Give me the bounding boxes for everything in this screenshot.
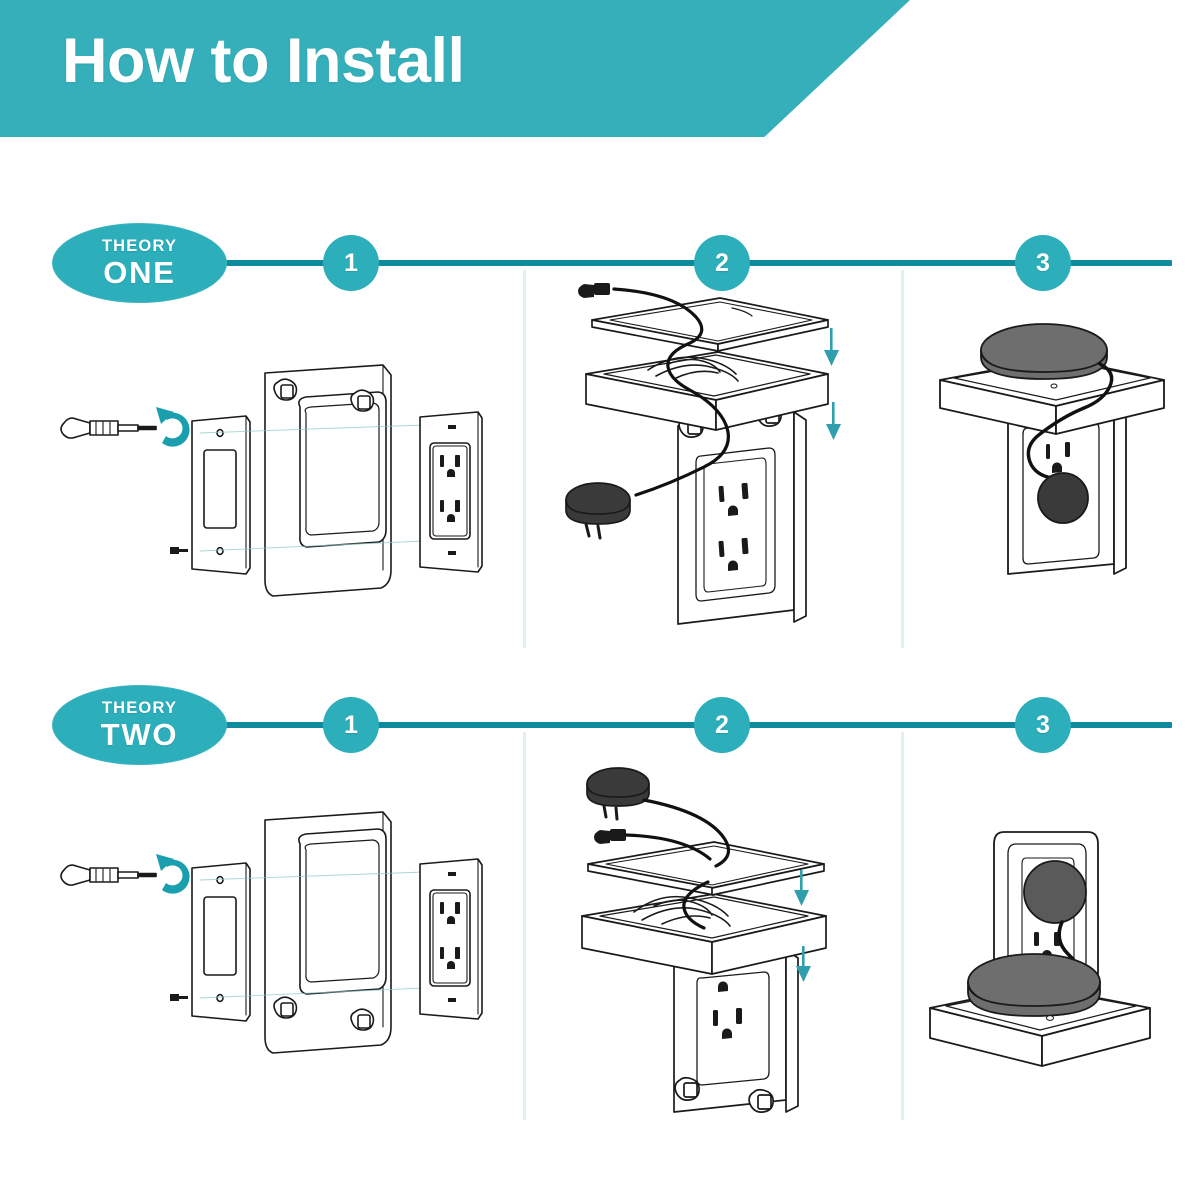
step-track-line (185, 722, 1172, 728)
theory-badge-two: THEORY TWO (52, 685, 227, 765)
down-arrow-icon (794, 870, 809, 906)
adapter-plugged-in (1023, 860, 1087, 924)
page-title: How to Install (62, 26, 465, 96)
theory-badge-one: THEORY ONE (52, 223, 227, 303)
down-arrow-icon (826, 402, 841, 440)
cable-connector (594, 829, 626, 844)
illustration-theory-one-step-1 (52, 355, 522, 645)
step-number-3: 3 (1015, 697, 1071, 753)
step-number-3: 3 (1015, 235, 1071, 291)
screwdriver-icon (60, 864, 157, 886)
illustration-theory-one-step-2 (556, 278, 886, 625)
shelf-tray (585, 351, 829, 431)
banner-shape (0, 0, 910, 137)
mounting-bracket (264, 811, 392, 1054)
bracket-tab (350, 389, 375, 412)
screw-icon (170, 994, 188, 1001)
cable (1026, 362, 1114, 480)
section-theory-one: THEORY ONE 1 2 3 (0, 200, 1200, 660)
rotation-arrow-icon (156, 407, 190, 447)
shelf-top-plate (587, 841, 825, 896)
header-banner: How to Install (0, 0, 910, 137)
bracket-tab (674, 1076, 700, 1101)
screwdriver-icon (60, 417, 157, 439)
cable (612, 287, 730, 497)
bracket-tab (273, 378, 298, 401)
bracket-tab (350, 1008, 375, 1031)
step-track-line (185, 260, 1172, 266)
panel-divider (901, 732, 904, 1120)
panel-divider (523, 732, 526, 1120)
down-arrow-icon (824, 328, 839, 366)
bracket-tab (748, 1088, 774, 1113)
round-speaker-device (967, 953, 1101, 1021)
rotation-arrow-icon (156, 854, 190, 894)
illustration-theory-one-step-3 (932, 318, 1182, 578)
down-arrow-icon (796, 946, 811, 982)
cable (624, 798, 731, 930)
step-number-2: 2 (694, 235, 750, 291)
duplex-outlet-behind (673, 949, 799, 1113)
theory-badge-kicker: THEORY (101, 699, 178, 718)
screw-icon (170, 547, 188, 554)
panel-divider (523, 270, 526, 648)
theory-badge-name: ONE (103, 254, 176, 290)
panel-divider (901, 270, 904, 648)
section-theory-two: THEORY TWO 1 2 3 (0, 662, 1200, 1132)
duplex-outlet (419, 411, 483, 573)
shelf-tray (581, 893, 827, 975)
adapter-plugged-in (1037, 472, 1089, 524)
cable-connector (578, 283, 610, 298)
alignment-guides (199, 871, 425, 999)
alignment-guides (199, 424, 425, 552)
illustration-theory-two-step-1 (52, 802, 522, 1102)
bracket-tab (273, 996, 298, 1019)
step-number-1: 1 (323, 697, 379, 753)
wall-plate (191, 415, 251, 575)
shelf-top-plate (591, 297, 829, 352)
step-number-1: 1 (323, 235, 379, 291)
duplex-outlet (419, 858, 483, 1020)
round-power-adapter (565, 482, 631, 540)
round-power-adapter-top (586, 767, 650, 821)
step-number-2: 2 (694, 697, 750, 753)
illustration-theory-two-step-3 (912, 822, 1182, 1092)
round-speaker-device (980, 323, 1108, 389)
illustration-theory-two-step-2 (556, 762, 886, 1122)
theory-badge-kicker: THEORY (101, 237, 178, 256)
wall-plate (191, 862, 251, 1022)
mounting-bracket (264, 364, 392, 597)
duplex-outlet-behind (677, 411, 807, 625)
theory-badge-name: TWO (100, 716, 179, 752)
